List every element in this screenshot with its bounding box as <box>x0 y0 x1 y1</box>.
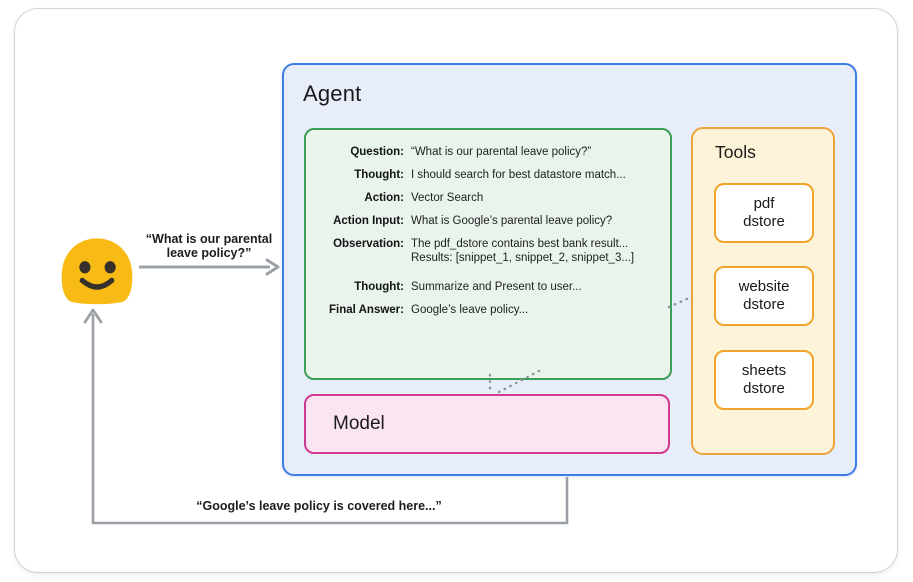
tool-item-website-dstore: website dstore <box>714 266 814 326</box>
trace-value: Vector Search <box>411 192 484 204</box>
trace-label: Observation: <box>333 238 404 250</box>
tools-panel: Tools pdf dstore website dstore sheets d… <box>691 127 835 455</box>
tool-item-line2: dstore <box>743 213 785 230</box>
tool-item-line1: sheets <box>741 362 787 379</box>
request-caption: “What is our parental leave policy?” <box>145 232 273 260</box>
trace-row-thought: Thought: I should search for best datast… <box>306 168 662 182</box>
model-box: Model <box>304 394 670 454</box>
trace-row-action-input: Action Input: What is Google’s parental … <box>306 214 662 228</box>
trace-row-observation: Observation: The pdf_dstore contains bes… <box>306 237 662 265</box>
trace-label: Action: <box>364 192 404 204</box>
tools-title: Tools <box>715 142 756 162</box>
trace-label: Question: <box>350 146 404 158</box>
trace-value: I should search for best datastore match… <box>411 169 626 181</box>
tool-item-line2: dstore <box>743 296 785 313</box>
tool-item-sheets-dstore: sheets dstore <box>714 350 814 410</box>
reasoning-trace-box: Question: “What is our parental leave po… <box>304 128 672 380</box>
model-label: Model <box>333 413 385 434</box>
trace-value: “What is our parental leave policy?” <box>411 146 592 158</box>
trace-row-question: Question: “What is our parental leave po… <box>306 145 662 159</box>
trace-value: Google’s leave policy... <box>411 304 529 316</box>
trace-row-action: Action: Vector Search <box>306 191 662 205</box>
agent-title: Agent <box>303 81 362 106</box>
tool-item-pdf-dstore: pdf dstore <box>714 183 814 243</box>
trace-label: Final Answer: <box>329 304 404 316</box>
trace-value: What is Google’s parental leave policy? <box>411 215 613 227</box>
tool-item-line1: pdf <box>753 195 775 212</box>
trace-row-final-answer: Final Answer: Google’s leave policy... <box>306 303 662 317</box>
smiley-face-icon <box>61 238 133 305</box>
agent-box: Agent Question: “What is our parental le… <box>282 63 857 476</box>
response-caption: “Google’s leave policy is covered here..… <box>196 499 442 513</box>
tool-item-line1: website <box>738 278 790 295</box>
trace-value: The pdf_dstore contains best bank result… <box>411 237 634 265</box>
trace-value-line2: Results: [snippet_1, snippet_2, snippet_… <box>411 252 635 264</box>
trace-label: Thought: <box>354 281 404 293</box>
trace-label: Thought: <box>354 169 404 181</box>
trace-label: Action Input: <box>333 215 404 227</box>
tool-item-line2: dstore <box>743 380 785 397</box>
trace-row-thought-2: Thought: Summarize and Present to user..… <box>306 280 662 294</box>
trace-value: Summarize and Present to user... <box>411 281 582 293</box>
trace-value-line1: The pdf_dstore contains best bank result… <box>411 238 629 250</box>
